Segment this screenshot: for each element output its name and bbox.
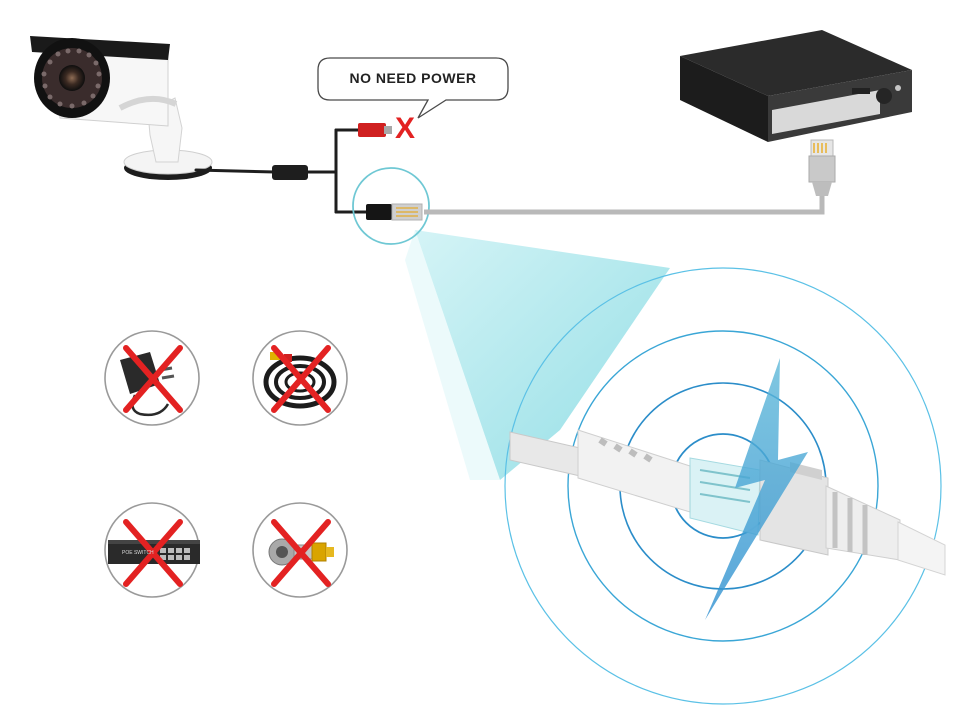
camera-rj45-plug <box>366 203 423 221</box>
camera-cable <box>194 128 370 214</box>
no-coax-cable <box>252 330 348 426</box>
dc-power-plug <box>358 123 392 137</box>
cancel-x-mark: X <box>394 112 415 145</box>
bnc-connector-icon <box>268 538 334 566</box>
zoom-beam-fade <box>405 230 500 480</box>
nvr-recorder-icon <box>680 30 912 142</box>
no-need-power-label: NO NEED POWER <box>349 70 477 86</box>
poe-switch-label: POE SWITCH <box>122 550 154 556</box>
magnifier-circle <box>352 167 430 245</box>
ethernet-cable <box>424 192 825 215</box>
zoomed-connector <box>509 429 946 576</box>
no-poe-switch <box>104 502 200 598</box>
nvr-rj45-plug <box>808 139 836 196</box>
speech-bubble <box>317 57 509 119</box>
no-power-adapter <box>104 330 200 426</box>
no-bnc-connector <box>252 502 348 598</box>
bullet-camera-icon <box>30 36 213 180</box>
coax-cable-icon <box>263 355 337 409</box>
